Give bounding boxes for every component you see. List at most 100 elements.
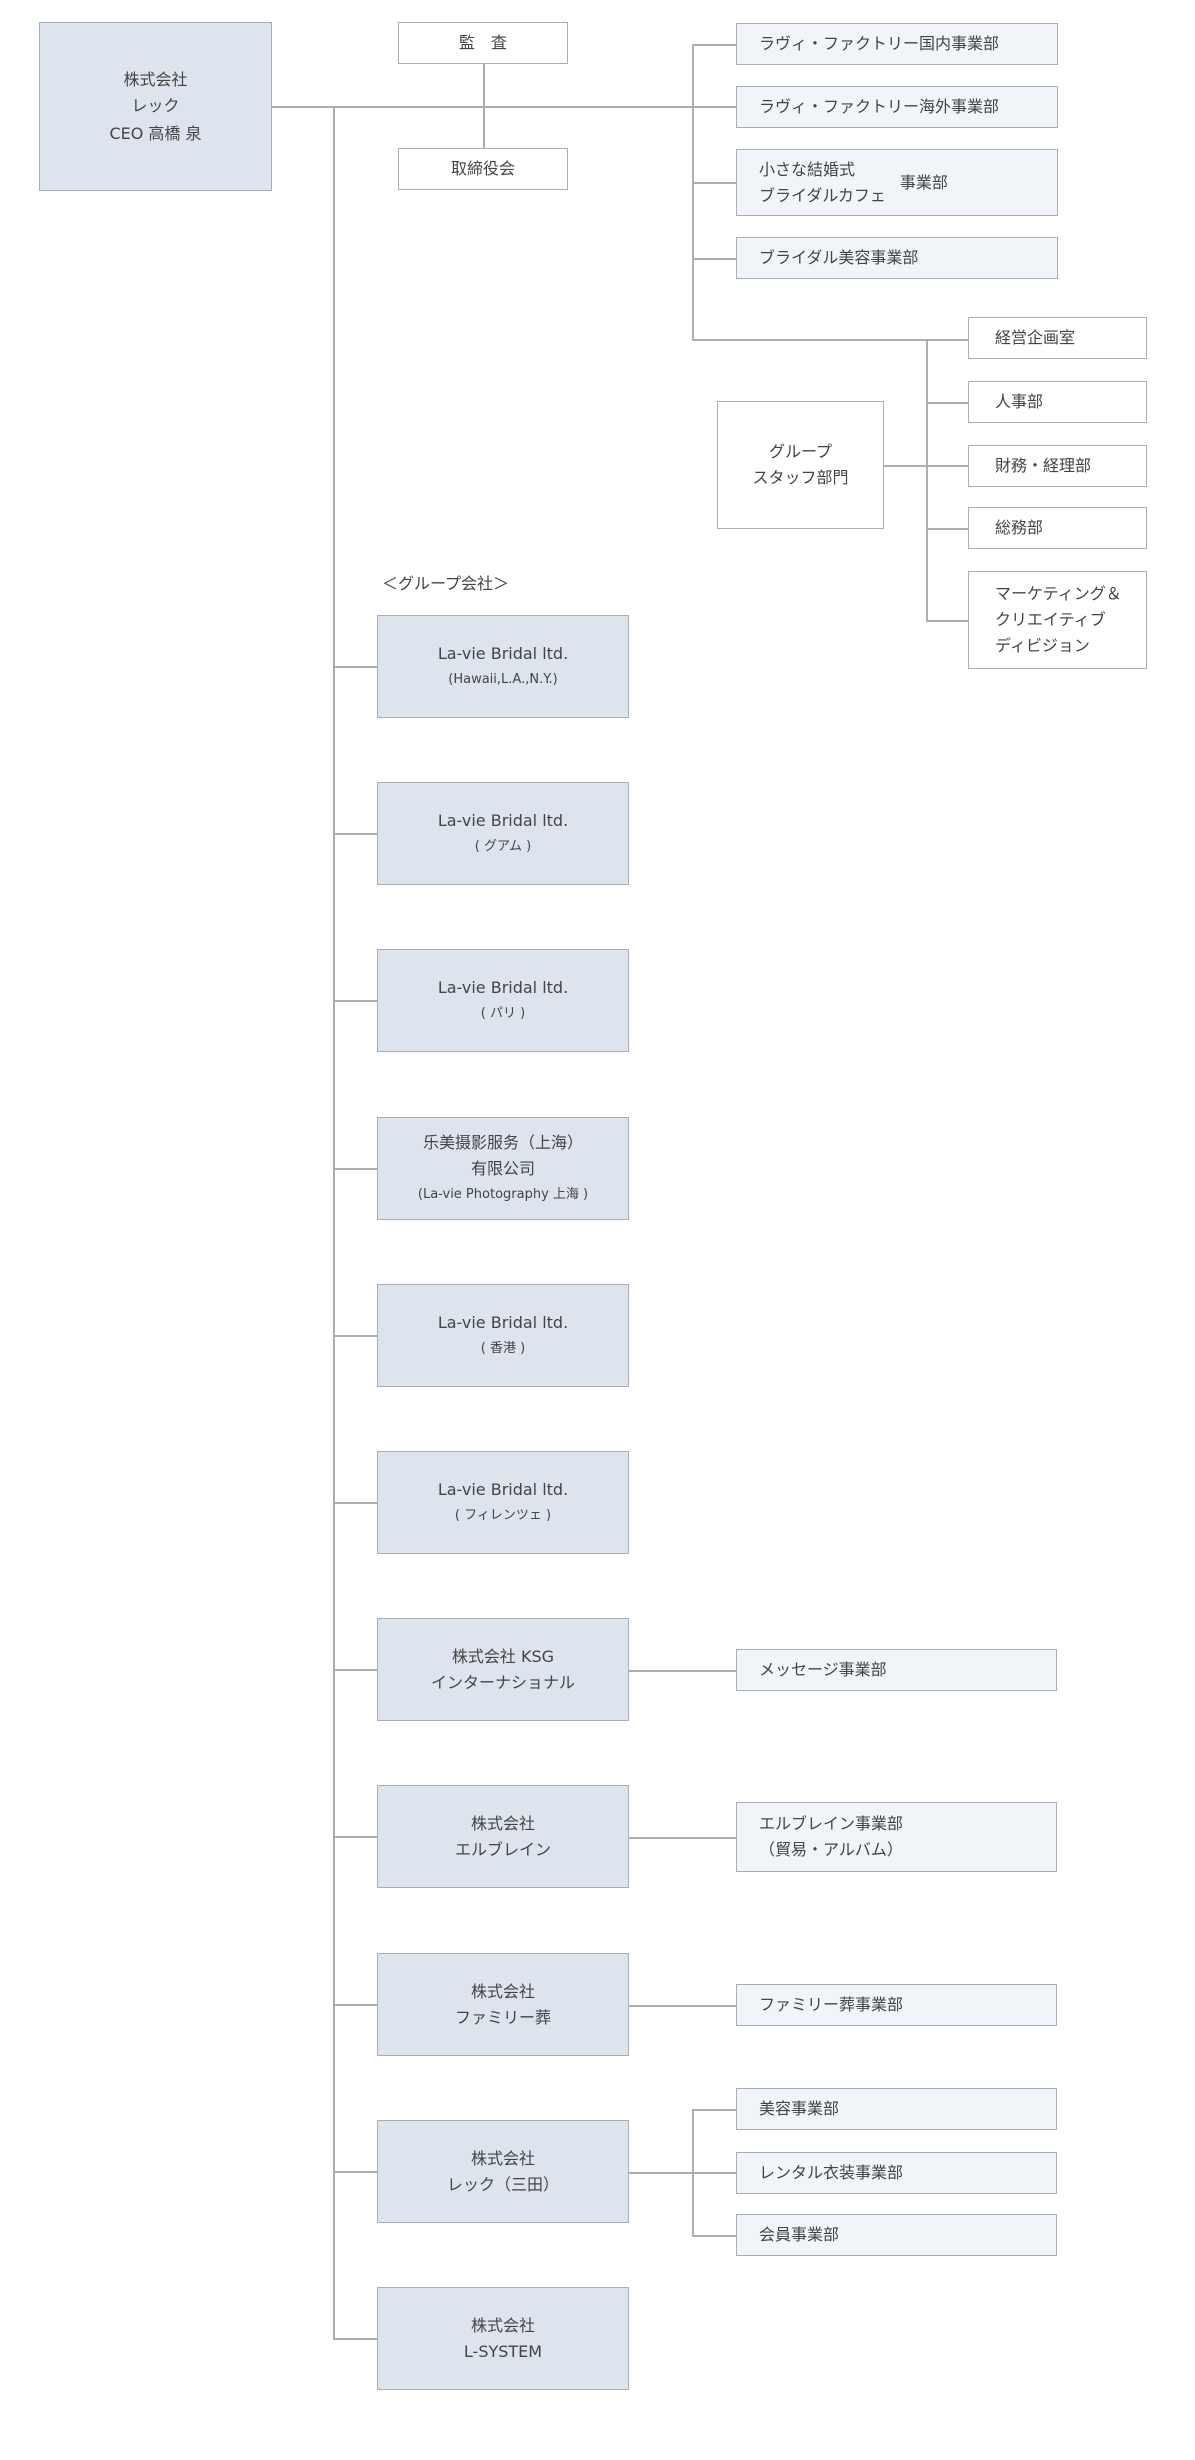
company-name-line: (La-vie Photography 上海 ) bbox=[417, 1186, 589, 1202]
division-label: ブライダルカフェ bbox=[759, 185, 886, 205]
company-name-line: La-vie Bridal ltd. bbox=[437, 1479, 569, 1499]
company-name-line: ( パリ ) bbox=[480, 1005, 526, 1021]
group-company-box: La-vie Bridal ltd. ( フィレンツェ ) bbox=[377, 1451, 629, 1554]
company-name-line: ファミリー葬 bbox=[454, 2007, 551, 2027]
sub-division-box: 会員事業部 bbox=[736, 2214, 1057, 2256]
staff-box: グループスタッフ部門 bbox=[717, 401, 884, 529]
connector bbox=[692, 2109, 736, 2111]
staff-label: グループ bbox=[768, 442, 833, 461]
group-company-box: 株式会社レック（三田） bbox=[377, 2120, 629, 2223]
connector bbox=[926, 402, 968, 404]
ceo-name: CEO 高橋 泉 bbox=[109, 123, 202, 143]
sub-division-label: メッセージ事業部 bbox=[759, 1660, 887, 1679]
connector bbox=[629, 1837, 736, 1839]
connector bbox=[926, 528, 968, 530]
company-name-line: La-vie Bridal ltd. bbox=[437, 977, 569, 997]
board-box: 取締役会 bbox=[398, 148, 568, 190]
sub-division-box: エルブレイン事業部 （貿易・アルバム） bbox=[736, 1802, 1057, 1872]
group-company-box: 株式会社ファミリー葬 bbox=[377, 1953, 629, 2056]
connector bbox=[333, 1669, 377, 1671]
connector bbox=[333, 2338, 377, 2340]
division-box: 小さな結婚式ブライダルカフェ事業部 bbox=[736, 149, 1058, 216]
company-name-line: 株式会社 bbox=[470, 1813, 535, 1833]
group-company-box: La-vie Bridal ltd. ( パリ ) bbox=[377, 949, 629, 1052]
division-label: ラヴィ・ファクトリー国内事業部 bbox=[759, 34, 1000, 53]
connector bbox=[483, 64, 485, 148]
company-name-line: ( 香港 ) bbox=[480, 1340, 526, 1356]
company-name-line: La-vie Bridal ltd. bbox=[437, 643, 569, 663]
connector bbox=[333, 2171, 377, 2173]
connector bbox=[692, 182, 736, 184]
division-label: 事業部 bbox=[899, 172, 948, 192]
staff-item-label: 財務・経理部 bbox=[995, 456, 1092, 475]
division-label: ブライダル美容事業部 bbox=[759, 248, 919, 267]
audit-label: 監 査 bbox=[458, 33, 507, 52]
company-name-line: 株式会社 bbox=[470, 2148, 535, 2168]
staff-item-label: ディビジョン bbox=[995, 636, 1090, 655]
company-name-line: 株式会社 bbox=[470, 1981, 535, 2001]
company-name-line: レック（三田） bbox=[446, 2174, 559, 2194]
connector bbox=[926, 339, 928, 621]
group-company-box: La-vie Bridal ltd. ( 香港 ) bbox=[377, 1284, 629, 1387]
staff-item-label: 経営企画室 bbox=[995, 328, 1076, 347]
sub-division-label: レンタル衣装事業部 bbox=[759, 2163, 904, 2182]
division-box: ブライダル美容事業部 bbox=[736, 237, 1058, 279]
staff-item-label: 人事部 bbox=[995, 392, 1044, 411]
staff-label: スタッフ部門 bbox=[752, 468, 849, 487]
connector bbox=[333, 1168, 377, 1170]
staff-item-box: 人事部 bbox=[968, 381, 1147, 423]
staff-item-label: 総務部 bbox=[995, 518, 1044, 537]
division-label: 小さな結婚式 bbox=[759, 159, 856, 179]
staff-item-label: クリエイティブ bbox=[995, 610, 1106, 629]
sub-division-box: レンタル衣装事業部 bbox=[736, 2152, 1057, 2194]
ceo-box: 株式会社 レック CEO 高橋 泉 bbox=[39, 22, 272, 191]
company-name-line: L-SYSTEM bbox=[463, 2341, 543, 2361]
connector bbox=[333, 1335, 377, 1337]
group-companies-heading: ＜グループ会社＞ bbox=[382, 574, 510, 593]
board-label: 取締役会 bbox=[450, 159, 515, 178]
connector bbox=[333, 833, 377, 835]
division-box: ラヴィ・ファクトリー国内事業部 bbox=[736, 23, 1058, 65]
connector bbox=[272, 106, 736, 108]
group-company-box: La-vie Bridal ltd. (Hawaii,L.A.,N.Y.) bbox=[377, 615, 629, 718]
connector bbox=[692, 2235, 736, 2237]
company-name-line: (Hawaii,L.A.,N.Y.) bbox=[448, 671, 558, 687]
company-name-line: La-vie Bridal ltd. bbox=[437, 810, 569, 830]
sub-division-label: エルブレイン事業部 bbox=[759, 1814, 904, 1833]
division-box: ラヴィ・ファクトリー海外事業部 bbox=[736, 86, 1058, 128]
company-name-line: ( フィレンツェ ) bbox=[454, 1507, 552, 1523]
connector bbox=[692, 44, 694, 339]
group-company-box: 株式会社エルブレイン bbox=[377, 1785, 629, 1888]
connector bbox=[333, 666, 377, 668]
connector bbox=[884, 465, 968, 467]
company-name: 株式会社 bbox=[123, 69, 188, 89]
connector bbox=[692, 339, 968, 341]
connector bbox=[333, 2004, 377, 2006]
division-label: ラヴィ・ファクトリー海外事業部 bbox=[759, 97, 1000, 116]
company-name-line: インターナショナル bbox=[430, 1672, 575, 1692]
staff-item-box: 経営企画室 bbox=[968, 317, 1147, 359]
staff-item-label: マーケティング＆ bbox=[995, 584, 1122, 603]
company-name-line: ( グアム ) bbox=[474, 838, 532, 854]
audit-box: 監 査 bbox=[398, 22, 568, 64]
company-name-line: 乐美摄影服务（上海） bbox=[422, 1132, 583, 1152]
company-name-line: エルブレイン bbox=[454, 1839, 551, 1859]
company-name-line: 株式会社 bbox=[470, 2315, 535, 2335]
staff-item-box: 財務・経理部 bbox=[968, 445, 1147, 487]
sub-division-label: （貿易・アルバム） bbox=[759, 1840, 903, 1859]
staff-item-box: 総務部 bbox=[968, 507, 1147, 549]
connector bbox=[692, 2109, 694, 2235]
connector bbox=[333, 1502, 377, 1504]
group-company-box: La-vie Bridal ltd. ( グアム ) bbox=[377, 782, 629, 885]
sub-division-label: 美容事業部 bbox=[759, 2099, 840, 2118]
sub-division-box: 美容事業部 bbox=[736, 2088, 1057, 2130]
sub-division-box: ファミリー葬事業部 bbox=[736, 1984, 1057, 2026]
sub-division-label: ファミリー葬事業部 bbox=[759, 1995, 904, 2014]
company-name-line: 有限公司 bbox=[470, 1158, 535, 1178]
company-name-line: La-vie Bridal ltd. bbox=[437, 1312, 569, 1332]
connector bbox=[333, 106, 335, 2339]
connector bbox=[629, 2172, 736, 2174]
group-company-box: 株式会社 L-SYSTEM bbox=[377, 2287, 629, 2390]
sub-division-box: メッセージ事業部 bbox=[736, 1649, 1057, 1691]
